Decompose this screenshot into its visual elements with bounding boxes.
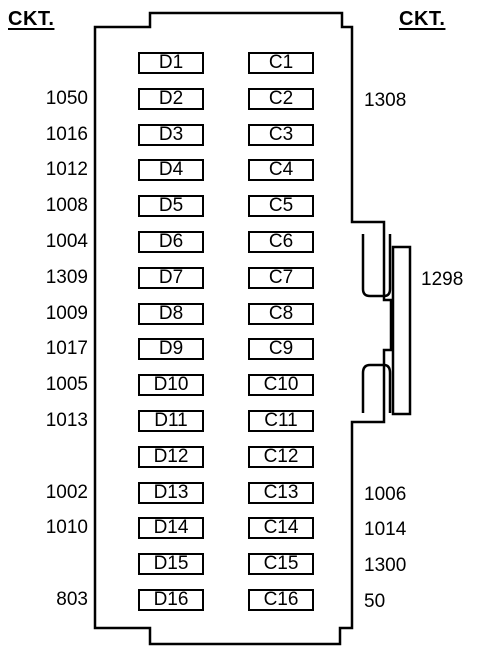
fuse-c7: C7 xyxy=(248,267,314,289)
ckt-right-row-14: 1014 xyxy=(364,519,407,540)
fuse-d8: D8 xyxy=(138,303,204,325)
fuse-d16: D16 xyxy=(138,589,204,611)
ckt-left-row-1 xyxy=(4,51,88,75)
fuse-d2: D2 xyxy=(138,88,204,110)
ckt-left-row-3: 1016 xyxy=(45,124,88,145)
ckt-left-row-4: 1012 xyxy=(45,159,88,180)
fuse-c3: C3 xyxy=(248,124,314,146)
fuse-d10: D10 xyxy=(138,374,204,396)
fuse-d6: D6 xyxy=(138,231,204,253)
fuse-c8: C8 xyxy=(248,303,314,325)
fuse-c10: C10 xyxy=(248,374,314,396)
fuse-d12: D12 xyxy=(138,446,204,468)
ckt-left-row-13: 1002 xyxy=(45,482,88,503)
fuse-d3: D3 xyxy=(138,124,204,146)
fuse-d9: D9 xyxy=(138,338,204,360)
ckt-left-row-16: 803 xyxy=(56,589,88,610)
fuse-c6: C6 xyxy=(248,231,314,253)
ckt-left-row-14: 1010 xyxy=(45,517,88,538)
ckt-right-row-13: 1006 xyxy=(364,484,407,505)
ckt-header-right: CKT. xyxy=(399,8,446,30)
side-relay-box xyxy=(391,245,412,416)
ckt-right-row-15: 1300 xyxy=(364,555,407,576)
fuse-d7: D7 xyxy=(138,267,204,289)
ckt-left-row-10: 1005 xyxy=(45,374,88,395)
relay-clip-upper xyxy=(361,234,392,298)
relay-clip-lower xyxy=(361,363,392,413)
ckt-right-row-2: 1308 xyxy=(364,90,407,111)
fuse-d11: D11 xyxy=(138,410,204,432)
ckt-left-row-8: 1009 xyxy=(45,303,88,324)
fuse-d14: D14 xyxy=(138,517,204,539)
ckt-header-left: CKT. xyxy=(8,8,55,30)
fuse-c4: C4 xyxy=(248,159,314,181)
ckt-left-row-7: 1309 xyxy=(45,267,88,288)
fuse-block-housing xyxy=(93,11,393,646)
fuse-c2: C2 xyxy=(248,88,314,110)
fuse-c13: C13 xyxy=(248,482,314,504)
ckt-left-row-11: 1013 xyxy=(45,410,88,431)
fuse-d13: D13 xyxy=(138,482,204,504)
fuse-c12: C12 xyxy=(248,446,314,468)
fuse-c9: C9 xyxy=(248,338,314,360)
fuse-c15: C15 xyxy=(248,553,314,575)
ckt-left-row-6: 1004 xyxy=(45,231,88,252)
fuse-c11: C11 xyxy=(248,410,314,432)
fuse-c16: C16 xyxy=(248,589,314,611)
ckt-left-row-9: 1017 xyxy=(45,338,88,359)
side-relay-ckt-label: 1298 xyxy=(421,269,464,290)
ckt-left-row-12 xyxy=(4,445,88,469)
fuse-d1: D1 xyxy=(138,52,204,74)
fuse-c5: C5 xyxy=(248,195,314,217)
ckt-left-row-15 xyxy=(4,552,88,576)
ckt-left-row-2: 1050 xyxy=(45,88,88,109)
fuse-d4: D4 xyxy=(138,159,204,181)
fuse-d5: D5 xyxy=(138,195,204,217)
fuse-d15: D15 xyxy=(138,553,204,575)
ckt-left-row-5: 1008 xyxy=(45,195,88,216)
fuse-c14: C14 xyxy=(248,517,314,539)
fuse-c1: C1 xyxy=(248,52,314,74)
ckt-right-row-16: 50 xyxy=(364,591,386,612)
